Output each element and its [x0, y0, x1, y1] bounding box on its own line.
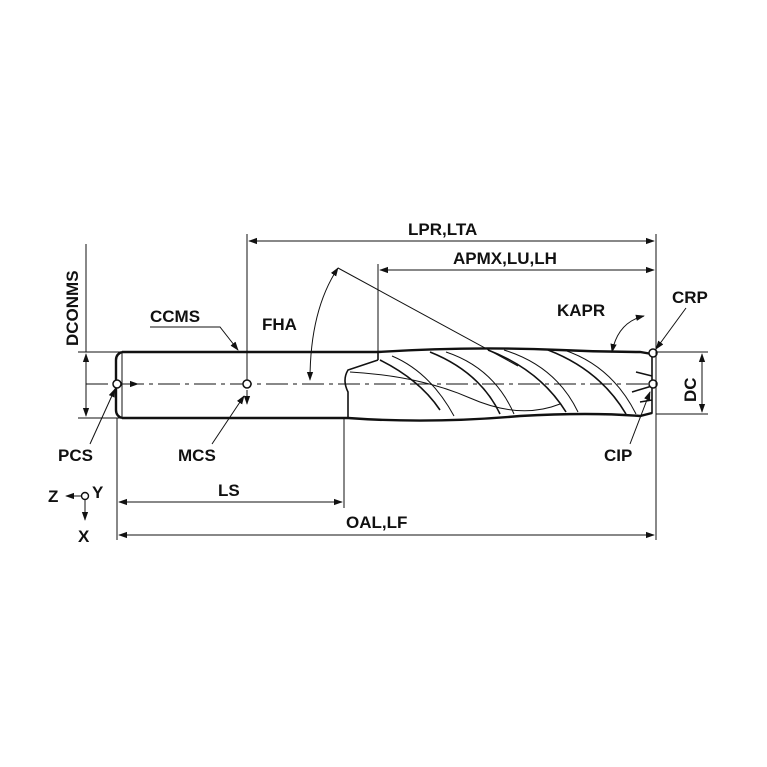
dim-dc: DC — [656, 351, 708, 415]
dconms-label: DCONMS — [63, 270, 82, 346]
kapr-arc — [610, 314, 645, 353]
lpr-lta-label: LPR,LTA — [408, 220, 477, 239]
ls-label: LS — [218, 481, 240, 500]
flute-section-top — [377, 347, 653, 356]
crp-point — [648, 348, 658, 358]
dim-dconms: DCONMS — [63, 244, 122, 419]
pcs-point — [112, 379, 122, 389]
flute-section-bottom — [347, 411, 653, 422]
flute-4b — [563, 349, 637, 415]
dc-label: DC — [681, 377, 700, 402]
pcs-leader — [89, 388, 116, 445]
dim-fha: FHA — [262, 267, 519, 381]
flute-1b — [391, 355, 455, 417]
oal-lf-label: OAL,LF — [346, 513, 407, 532]
mcs-label: MCS — [178, 446, 216, 465]
tool-body — [86, 347, 653, 422]
neck-outline — [344, 352, 379, 418]
kapr-label: KAPR — [557, 301, 605, 320]
flute-2 — [429, 351, 501, 415]
flute-3 — [487, 349, 567, 413]
dim-apmx: APMX,LU,LH — [377, 249, 655, 352]
mcs-point — [242, 379, 252, 389]
apmx-lu-lh-label: APMX,LU,LH — [453, 249, 557, 268]
mcs-leader — [211, 395, 245, 445]
dim-oal: OAL,LF — [118, 513, 655, 539]
cip-label: CIP — [604, 446, 632, 465]
axis-z-label: Z — [48, 487, 58, 506]
ccms-leader — [150, 326, 239, 351]
flute-2b — [445, 351, 515, 415]
flute-1 — [379, 359, 441, 411]
axis-x-label: X — [78, 527, 90, 546]
axis-triad: Z Y X — [48, 483, 104, 546]
fha-label: FHA — [262, 315, 297, 334]
cip-leader — [629, 391, 651, 445]
pcs-label: PCS — [58, 446, 93, 465]
dim-kapr: KAPR — [557, 301, 645, 353]
crp-leader — [655, 307, 687, 350]
dim-crp: CRP — [655, 288, 708, 350]
dim-ccms: CCMS — [150, 307, 239, 351]
fha-helix-line — [337, 267, 519, 367]
point-labels: PCS MCS CIP — [58, 388, 651, 465]
cip-point — [648, 379, 658, 389]
axis-origin — [80, 491, 90, 501]
flute-3b — [503, 349, 579, 413]
fha-arc — [306, 267, 339, 381]
ccms-label: CCMS — [150, 307, 200, 326]
coordinate-points — [96, 348, 658, 405]
flute-4 — [547, 349, 627, 415]
axis-y-label: Y — [92, 483, 104, 502]
dim-lpr-lta: LPR,LTA — [246, 220, 657, 540]
crp-label: CRP — [672, 288, 708, 307]
flute-inner — [349, 371, 561, 412]
dim-ls: LS — [116, 418, 345, 540]
